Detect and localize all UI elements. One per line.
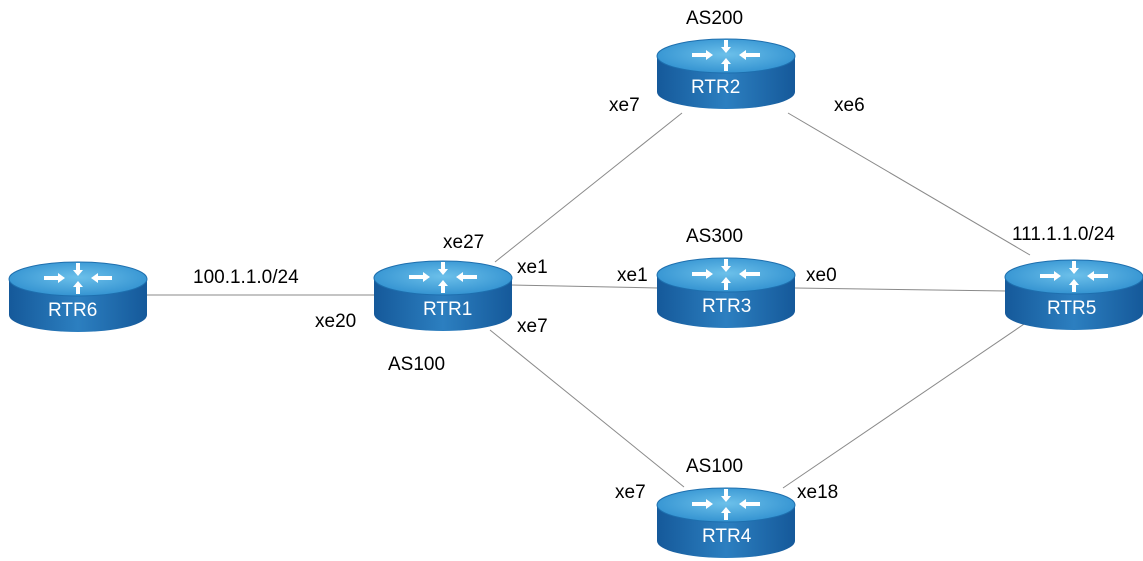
interface-label-rtr3-xe1: xe1 [617,265,648,286]
as-label-rtr1: AS100 [388,354,445,375]
router-icon [8,261,148,333]
router-name: RTR6 [48,300,97,321]
router-rtr3[interactable]: RTR3 [656,257,796,329]
interface-label-rtr1-xe7: xe7 [517,316,548,337]
link-rtr3-rtr5 [794,287,1008,292]
link-rtr1-rtr4 [489,329,685,488]
interface-label-rtr4-xe7: xe7 [615,482,646,503]
interface-label-rtr2-xe7: xe7 [609,95,640,116]
interface-label-rtr1-xe20: xe20 [315,311,356,332]
router-name: RTR2 [691,77,740,98]
router-icon [656,487,796,559]
interface-label-rtr2-xe6: xe6 [834,95,865,116]
link-rtr1-rtr3 [510,284,659,289]
link-rtr4-rtr5 [782,319,1031,489]
router-rtr4[interactable]: RTR4 [656,487,796,559]
router-rtr1[interactable]: RTR1 [373,260,513,332]
router-rtr5[interactable]: RTR5 [1004,259,1143,331]
as-label-rtr2: AS200 [686,8,743,29]
interface-label-rtr3-xe0: xe0 [806,265,837,286]
as-label-rtr3: AS300 [686,226,743,247]
router-icon [373,260,513,332]
link-rtr1-rtr2 [494,112,683,263]
router-rtr2[interactable]: RTR2 [656,38,796,110]
links [140,112,1031,489]
router-rtr6[interactable]: RTR6 [8,261,148,333]
interface-label-rtr4-xe18: xe18 [797,482,838,503]
interface-label-rtr1-xe27: xe27 [443,232,484,253]
router-icon [656,257,796,329]
router-name: RTR1 [423,299,472,320]
router-name: RTR3 [702,296,751,317]
router-name: RTR4 [702,526,752,547]
router-icon [656,38,796,110]
as-label-rtr4: AS100 [686,456,743,477]
interface-label-rtr1-xe1: xe1 [517,257,548,278]
network-label-rtr6-rtr1: 100.1.1.0/24 [193,267,299,288]
router-icon [1004,259,1143,331]
network-label-rtr5: 111.1.1.0/24 [1012,224,1115,245]
link-rtr2-rtr5 [787,112,1031,256]
router-name: RTR5 [1047,298,1096,319]
